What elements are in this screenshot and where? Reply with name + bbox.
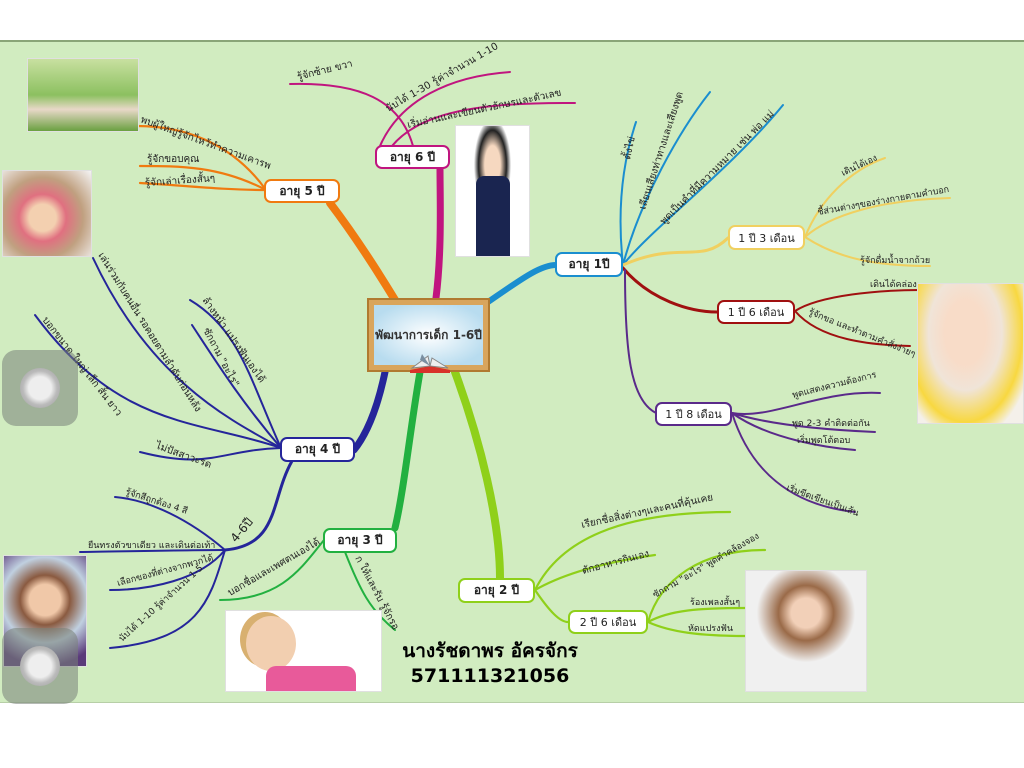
branch-line: [109, 549, 226, 591]
central-topic-title: พัฒนาการเด็ก 1-6ปี: [374, 305, 483, 365]
node-1y8m[interactable]: 1 ปี 8 เดือน: [655, 402, 732, 426]
leaf-m13-1: ชี้ส่วนต่างๆของร่างกายตามคำบอก: [816, 182, 950, 218]
node-age5[interactable]: อายุ 5 ปี: [264, 179, 340, 203]
author-name: นางรัชดาพร อัครจักร: [402, 640, 578, 662]
branch-line: [533, 510, 732, 592]
assistive-touch-button-2[interactable]: [2, 628, 78, 704]
leaf-age1-0: ตั้งไข่: [619, 135, 638, 161]
leaf-m18-1: พูด 2-3 คำติดต่อกัน: [792, 418, 870, 429]
photo-detail-shirt: [266, 666, 356, 691]
branch-line: [804, 236, 931, 267]
branch-line: [135, 124, 268, 192]
leaf-age4-4: ไม่ปัสสาวะรด: [153, 439, 213, 471]
branch-line: [139, 447, 282, 461]
assistive-touch-button[interactable]: [2, 350, 78, 426]
node-age2[interactable]: อายุ 2 ปี: [458, 578, 535, 603]
leaf-age5-1: รู้จักขอบคุณ: [147, 153, 199, 165]
photo-detail-dress: [476, 176, 510, 256]
branch-line: [804, 157, 886, 238]
branch-line: [794, 289, 921, 312]
photo-baby: [917, 283, 1024, 424]
branch-line: [219, 539, 325, 601]
branch-line: [646, 548, 767, 624]
branch-2y6m: [533, 588, 570, 624]
node-2y6m[interactable]: 2 ปี 6 เดือน: [568, 610, 648, 634]
branch-line: [804, 197, 951, 238]
branch-age1: [485, 262, 559, 305]
leaf-age5-2: รู้จักเล่าเรื่องสั้นๆ: [144, 170, 215, 189]
leaf-m26-1: ร้องเพลงสั้นๆ: [690, 595, 740, 608]
branch-line: [79, 549, 226, 553]
leaf-m16-0: เดินได้คล่อง: [870, 279, 917, 290]
photo-child-with-book: [2, 170, 92, 257]
photo-children-lying-grass: [27, 58, 139, 132]
branch-line: [533, 553, 657, 592]
student-id: 571111321056: [410, 665, 570, 687]
node-age4[interactable]: อายุ 4 ปี: [280, 437, 355, 462]
node-1y3m[interactable]: 1 ปี 3 เดือน: [728, 225, 805, 250]
leaf-m18-2: เริ่มพูดโต้ตอบ: [797, 433, 851, 446]
node-age3[interactable]: อายุ 3 ปี: [323, 528, 397, 553]
leaf-y46-0: รู้จักสีถูกต้อง 4 สี: [124, 486, 189, 517]
book-icon: [410, 354, 450, 373]
leaf-age2-1: ตักอาหารกินเอง: [581, 548, 651, 576]
branch-1y3m: [621, 236, 730, 267]
branch-line: [138, 164, 268, 192]
leaf-age1-1: เลียนเสียงท่าทางและเสียงพูด: [636, 90, 685, 211]
branch-line: [731, 391, 881, 415]
branch-line: [646, 606, 747, 624]
branch-line: [622, 91, 711, 266]
branch-age3: [391, 368, 424, 532]
branch-line: [92, 257, 282, 449]
node-age1[interactable]: อายุ 1ปี: [555, 252, 623, 277]
leaf-m13-2: รู้จักดื่มน้ำจากถ้วย: [860, 253, 930, 266]
branch-line: [138, 181, 268, 192]
branch-line: [646, 620, 747, 638]
leaf-age6-0: รู้จักซ้าย ขวา: [296, 58, 354, 83]
node-age6[interactable]: อายุ 6 ปี: [375, 145, 450, 169]
node-1y6m[interactable]: 1 ปี 6 เดือน: [717, 300, 795, 324]
branch-age6: [432, 164, 444, 302]
branch-line: [731, 412, 856, 513]
branch-line: [114, 496, 226, 551]
branch-line: [731, 412, 876, 433]
branch-line: [619, 121, 637, 266]
photo-detail-face: [246, 616, 296, 671]
branch-4-6-years: [223, 459, 294, 552]
branch-line: [622, 104, 784, 266]
leaf-m26-2: หัดแปรงฟัน: [688, 624, 733, 634]
leaf-m13-0: เดินได้เอง: [840, 153, 879, 179]
branch-1y8m: [624, 269, 657, 414]
branch-line: [344, 551, 396, 631]
photo-girl-age6: [455, 125, 530, 257]
branch-age5: [326, 199, 399, 304]
branch-line: [289, 82, 414, 147]
leaf-m18-3: เริ่มขีดเขียนเป็นเส้น: [785, 481, 861, 519]
branch-line: [794, 310, 911, 347]
branch-1y6m: [621, 266, 719, 314]
leaf-age2-0: เรียกชื่อสิ่งต่างๆและคนที่คุ้นเคย: [580, 489, 714, 531]
photo-girl-thinking: [225, 610, 382, 692]
branch-line: [109, 549, 226, 649]
branch-line: [731, 412, 856, 451]
branch-line: [189, 299, 282, 449]
branch-line: [379, 71, 511, 147]
photo-girl-with-scissors: [745, 570, 867, 692]
branch-line: [391, 101, 576, 147]
branch-line: [191, 324, 282, 449]
branch-age2: [451, 368, 504, 582]
branch-age4: [350, 368, 389, 454]
leaf-y46-1: ยืนทรงตัวขาเดียว และเดินต่อเท้า: [88, 540, 215, 551]
